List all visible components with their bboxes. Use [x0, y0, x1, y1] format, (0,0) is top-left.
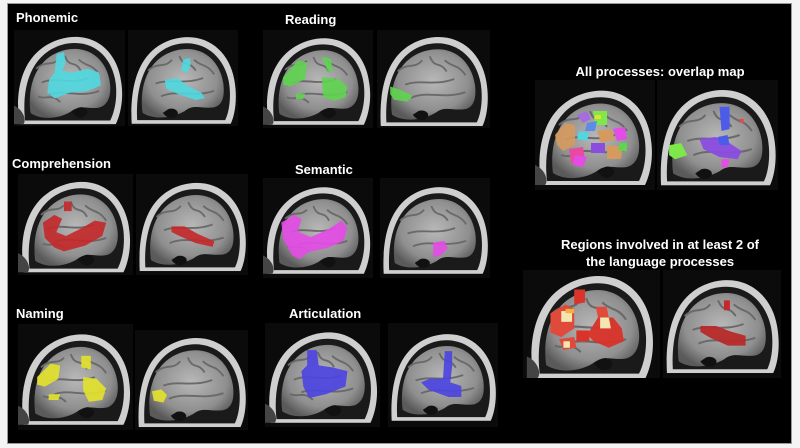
regions-title: Regions involved in at least 2 of the la… [540, 236, 780, 270]
phonemic-left-hemisphere [14, 30, 125, 126]
phonemic-title: Phonemic [16, 10, 79, 25]
overlap-right-hemisphere [657, 80, 778, 190]
regions-right-hemisphere [663, 270, 781, 378]
semantic-title: Semantic [295, 162, 353, 177]
overlap-title: All processes: overlap map [575, 64, 745, 79]
overlap-left-hemisphere [535, 80, 655, 190]
reading-right-hemisphere [377, 30, 490, 128]
regions-title-line1: Regions involved in at least 2 of [561, 237, 759, 252]
comprehension-right-hemisphere [136, 174, 248, 275]
regions-left-hemisphere [523, 270, 660, 378]
comprehension-title: Comprehension [12, 156, 111, 171]
reading-left-hemisphere [263, 30, 373, 128]
comprehension-left-hemisphere [18, 174, 133, 275]
articulation-left-hemisphere [265, 323, 380, 427]
articulation-title: Articulation [289, 306, 362, 321]
reading-title: Reading [285, 12, 337, 27]
semantic-right-hemisphere [380, 178, 490, 278]
naming-title: Naming [16, 306, 64, 321]
naming-left-hemisphere [18, 324, 133, 430]
regions-title-line2: the language processes [585, 254, 735, 269]
semantic-left-hemisphere [263, 178, 373, 278]
articulation-right-hemisphere [388, 323, 498, 427]
naming-right-hemisphere [135, 330, 248, 430]
phonemic-right-hemisphere [128, 30, 238, 126]
